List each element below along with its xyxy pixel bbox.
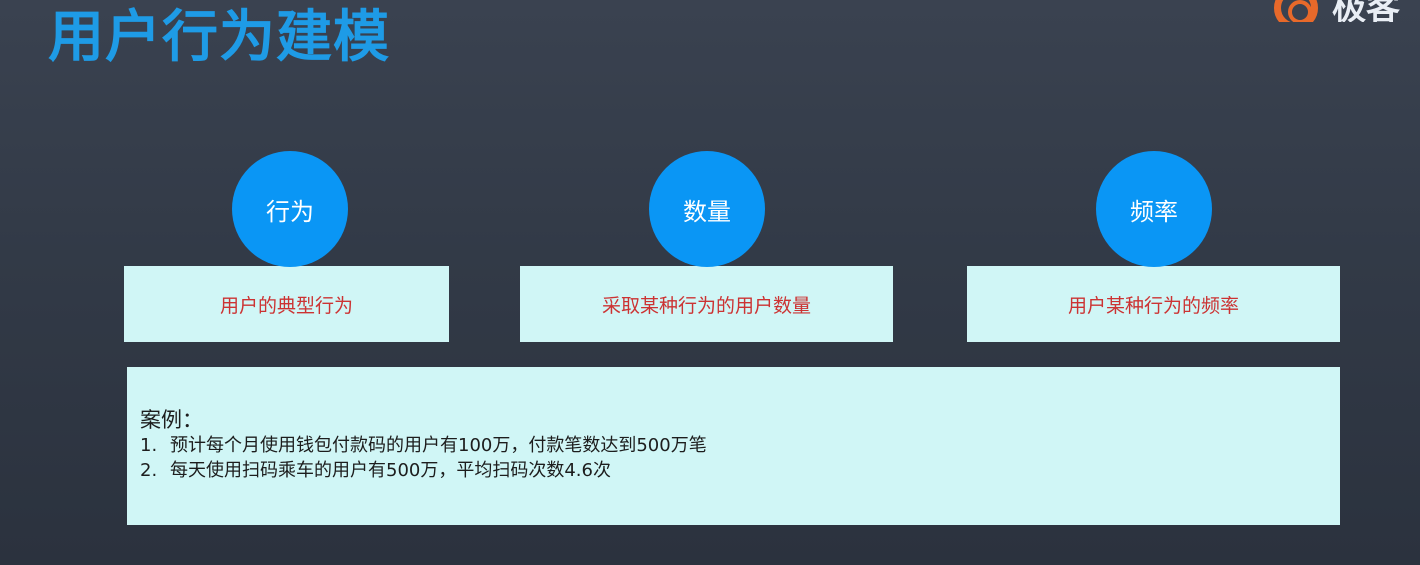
case-heading: 案例：: [140, 408, 203, 432]
brand-logo: 极客: [1272, 0, 1420, 22]
logo-text: 极客: [1332, 0, 1400, 22]
logo-ring-icon: [1274, 0, 1318, 22]
concept-description-quantity: 采取某种行为的用户数量: [520, 266, 893, 342]
concept-circle-frequency: 频率: [1096, 151, 1212, 267]
case-item-text: 预计每个月使用钱包付款码的用户有100万，付款笔数达到500万笔: [170, 435, 707, 456]
case-item-number: 1.: [140, 435, 158, 456]
case-item-number: 2.: [140, 460, 158, 481]
slide-title: 用户行为建模: [48, 5, 390, 70]
case-box: 案例： 1. 预计每个月使用钱包付款码的用户有100万，付款笔数达到500万笔 …: [127, 367, 1340, 525]
case-item: 1. 预计每个月使用钱包付款码的用户有100万，付款笔数达到500万笔: [140, 433, 1340, 458]
concept-description-behavior: 用户的典型行为: [124, 266, 449, 342]
case-item-text: 每天使用扫码乘车的用户有500万，平均扫码次数4.6次: [170, 460, 611, 481]
case-item: 2. 每天使用扫码乘车的用户有500万，平均扫码次数4.6次: [140, 458, 1340, 483]
concept-description-frequency: 用户某种行为的频率: [967, 266, 1340, 342]
concept-circle-quantity: 数量: [649, 151, 765, 267]
concept-circle-behavior: 行为: [232, 151, 348, 267]
